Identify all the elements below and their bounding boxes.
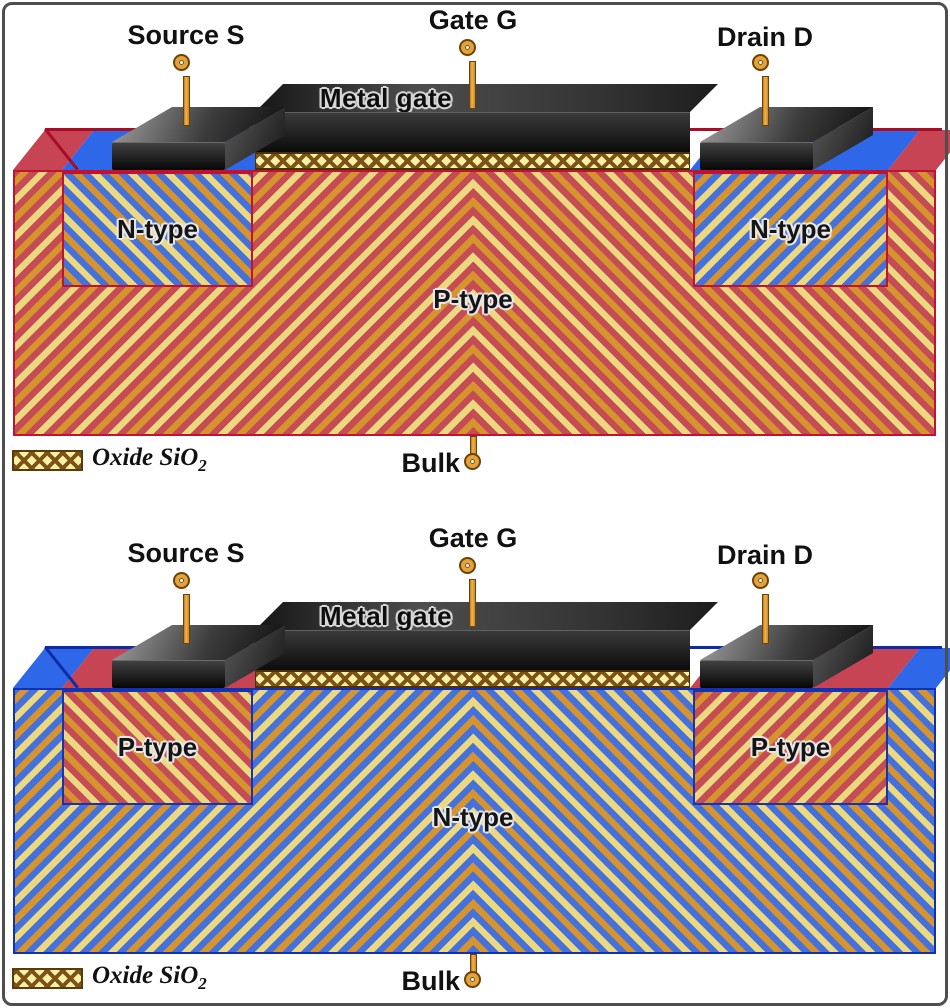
nmos-diagram: N-type N-type P-type Metal gate So <box>12 5 950 478</box>
source-well-label: N-type <box>117 214 198 244</box>
oxide-legend-label: Oxide SiO2 <box>92 962 207 994</box>
oxide-legend-text: Oxide SiO <box>92 444 199 471</box>
bulk-terminal-label: Bulk <box>401 966 460 996</box>
metal-gate-front <box>255 112 690 152</box>
source-pin-icon <box>175 56 188 69</box>
source-well: P-type <box>62 690 253 805</box>
bulk-pin-stem <box>470 954 477 974</box>
bulk-terminal-label: Bulk <box>401 448 460 478</box>
bulk-pin-icon <box>466 973 479 986</box>
source-terminal-label: Source S <box>127 538 245 568</box>
pmos-diagram: P-type P-type N-type Metal gate So <box>0 518 950 1008</box>
drain-terminal-label: Drain D <box>716 540 814 570</box>
gate-pin-icon <box>461 41 474 54</box>
oxide-legend-subscript: 2 <box>198 456 207 475</box>
gate-pin-stem <box>469 579 476 627</box>
metal-gate-front <box>255 630 690 670</box>
gate-terminal-label: Gate G <box>428 523 518 553</box>
source-pin-icon <box>175 574 188 587</box>
source-pin-stem <box>183 76 190 126</box>
drain-contact-front-face <box>700 142 813 170</box>
oxide-legend-label: Oxide SiO2 <box>92 444 207 476</box>
gate-terminal-label: Gate G <box>428 5 518 35</box>
bulk-pin-icon <box>466 455 479 468</box>
gate-pin-stem <box>469 61 476 109</box>
substrate-label: P-type <box>433 284 513 314</box>
oxide-legend-text: Oxide SiO <box>92 962 199 989</box>
drain-well: P-type <box>693 690 888 805</box>
source-contact-front-face <box>112 660 225 688</box>
source-contact-front-face <box>112 142 225 170</box>
source-terminal-label: Source S <box>127 20 245 50</box>
source-well-label: P-type <box>117 732 198 762</box>
source-well: N-type <box>62 172 253 287</box>
oxide-layer <box>255 670 690 688</box>
oxide-layer <box>255 152 690 170</box>
metal-gate-label: Metal gate <box>319 83 453 113</box>
source-pin-stem <box>183 594 190 644</box>
bulk-pin-stem <box>470 436 477 456</box>
metal-gate-label: Metal gate <box>319 601 453 631</box>
oxide-legend-swatch-icon <box>12 450 83 471</box>
gate-pin-icon <box>461 559 474 572</box>
metal-gate-top: Metal gate <box>255 602 718 630</box>
oxide-legend-subscript: 2 <box>198 974 207 993</box>
substrate-label: N-type <box>432 802 514 832</box>
drain-pin-stem <box>762 594 769 644</box>
drain-well: N-type <box>693 172 888 287</box>
drain-pin-stem <box>762 76 769 126</box>
drain-pin-icon <box>754 574 767 587</box>
drain-contact-front-face <box>700 660 813 688</box>
drain-pin-icon <box>754 56 767 69</box>
drain-well-label: P-type <box>750 732 831 762</box>
oxide-legend-swatch-icon <box>12 968 83 989</box>
drain-well-label: N-type <box>750 214 831 244</box>
metal-gate-top: Metal gate <box>255 84 718 112</box>
drain-terminal-label: Drain D <box>716 22 814 52</box>
